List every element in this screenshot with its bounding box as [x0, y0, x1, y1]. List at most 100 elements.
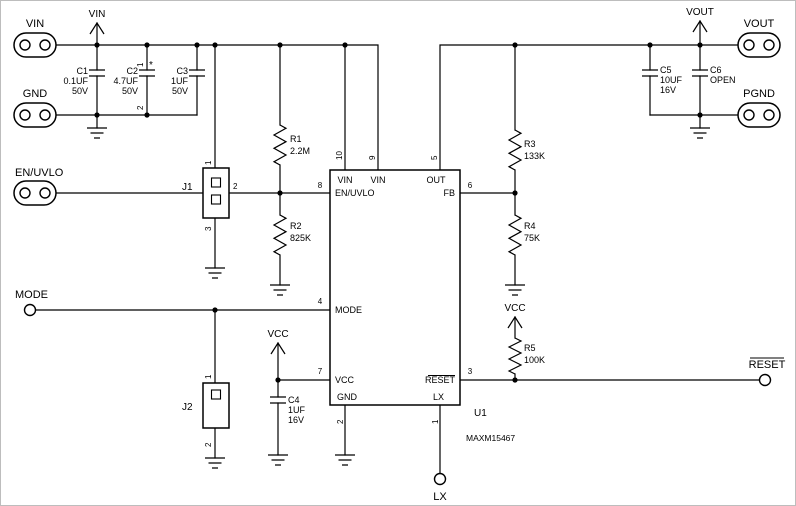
c6-refdes: C6	[710, 65, 722, 75]
jumper-j1[interactable]: J1 1 2 3	[182, 160, 238, 231]
c4-refdes: C4	[288, 395, 300, 405]
u1-pin-number-2: 2	[336, 419, 345, 424]
u1-part-number: MAXM15467	[466, 433, 515, 443]
u1-pin-label-reset: RESET	[425, 375, 456, 385]
resistor-r4[interactable]: R4 75K	[507, 214, 540, 256]
c3-value: 1UF	[171, 76, 189, 86]
junction-dots	[94, 42, 703, 383]
c5-refdes: C5	[660, 65, 672, 75]
ground-icon	[268, 454, 288, 466]
j1-refdes: J1	[182, 182, 193, 193]
resistor-r1[interactable]: R1 2.2M	[272, 124, 310, 166]
capacitor-c5[interactable]: C5 10UF 16V	[642, 65, 683, 95]
capacitor-icon	[139, 69, 155, 77]
r1-refdes: R1	[290, 134, 302, 144]
resistor-icon	[507, 214, 523, 256]
ground-icon	[87, 127, 107, 139]
connector-pgnd[interactable]: PGND	[737, 88, 781, 128]
u1-pin-label-vcc: VCC	[335, 375, 355, 385]
terminal-reset-label: RESET	[749, 359, 786, 371]
terminal-lx[interactable]: LX	[433, 472, 447, 504]
resistor-icon	[272, 124, 288, 166]
resistor-icon	[507, 337, 523, 375]
ground-icon	[505, 284, 525, 296]
power-flag-vcc-c4: VCC	[267, 329, 289, 355]
power-arrow-icon	[89, 21, 105, 35]
c5-value: 10UF	[660, 75, 683, 85]
c2-rating: 50V	[122, 86, 138, 96]
u1-pin-label-en: EN/UVLO	[335, 188, 375, 198]
c2-refdes: C2	[126, 66, 138, 76]
r4-value: 75K	[524, 233, 540, 243]
j2-pin2-number: 2	[204, 442, 213, 447]
capacitor-icon	[642, 69, 658, 77]
c2-pin1-number: 1	[136, 62, 145, 67]
u1-pin-number-6: 6	[468, 181, 473, 190]
u1-pin-number-5: 5	[430, 155, 439, 160]
u1-pin-number-3: 3	[468, 367, 473, 376]
connector-pgnd-label: PGND	[743, 88, 775, 100]
c6-value: OPEN	[710, 75, 736, 85]
connector-en-uvlo[interactable]: EN/UVLO	[13, 167, 64, 206]
c2-pin2-number: 2	[136, 105, 145, 110]
c3-refdes: C3	[176, 66, 188, 76]
c4-value: 1UF	[288, 405, 306, 415]
power-arrow-icon	[270, 341, 286, 355]
connector-gnd[interactable]: GND	[13, 88, 57, 128]
capacitor-c4[interactable]: C4 1UF 16V	[270, 395, 306, 425]
c5-rating: 16V	[660, 85, 676, 95]
capacitor-icon	[89, 69, 105, 77]
power-arrow-icon	[507, 315, 523, 329]
resistor-r5[interactable]: R5 100K	[507, 337, 545, 375]
r2-refdes: R2	[290, 221, 302, 231]
u1-pin-number-7: 7	[318, 367, 323, 376]
net-label-vcc: VCC	[267, 329, 288, 340]
capacitor-c1[interactable]: C1 0.1UF 50V	[63, 66, 105, 96]
ground-icon	[270, 284, 290, 296]
resistor-icon	[507, 129, 523, 171]
c2-note: *	[149, 60, 153, 71]
terminal-mode[interactable]: MODE	[15, 289, 48, 317]
resistor-icon	[272, 214, 288, 256]
j1-pin1-number: 1	[204, 160, 213, 165]
j1-pin3-number: 3	[204, 226, 213, 231]
capacitor-c3[interactable]: C3 1UF 50V	[171, 66, 205, 96]
net-label-vout: VOUT	[686, 7, 714, 18]
j2-pin1-number: 1	[204, 374, 213, 379]
power-arrow-icon	[692, 19, 708, 33]
capacitor-c2[interactable]: C2 4.7UF 50V 1 2 *	[113, 60, 155, 110]
connector-vin[interactable]: VIN	[13, 18, 57, 58]
connector-vout-label: VOUT	[744, 18, 775, 30]
u1-refdes: U1	[474, 408, 487, 419]
u1-pin-number-8: 8	[318, 181, 323, 190]
resistor-r3[interactable]: R3 133K	[507, 129, 545, 171]
j1-pin2-number: 2	[233, 182, 238, 191]
jumper-j2[interactable]: J2 1 2	[182, 374, 230, 447]
terminal-reset[interactable]: RESET	[749, 357, 786, 387]
u1-pin-label-mode: MODE	[335, 305, 362, 315]
c4-rating: 16V	[288, 415, 304, 425]
r3-refdes: R3	[524, 139, 536, 149]
connector-vout[interactable]: VOUT	[737, 18, 781, 58]
r4-refdes: R4	[524, 221, 536, 231]
r1-value: 2.2M	[290, 146, 310, 156]
capacitor-c6[interactable]: C6 OPEN	[692, 65, 736, 85]
u1-pin-label-fb: FB	[443, 188, 455, 198]
u1-pin-number-10: 10	[335, 151, 344, 160]
resistor-r2[interactable]: R2 825K	[272, 214, 311, 256]
power-flag-vin: VIN	[89, 9, 105, 35]
u1-pin-number-1: 1	[431, 419, 440, 424]
ground-icon	[205, 267, 225, 279]
ic-u1[interactable]: VIN VIN OUT EN/UVLO FB MODE VCC RESET GN…	[318, 151, 516, 443]
c1-refdes: C1	[76, 66, 88, 76]
r2-value: 825K	[290, 233, 311, 243]
capacitor-icon	[270, 396, 286, 404]
u1-pin-label-gnd: GND	[337, 392, 358, 402]
capacitor-icon	[189, 69, 205, 77]
capacitor-icon	[692, 69, 708, 77]
c2-value: 4.7UF	[113, 76, 138, 86]
terminal-mode-label: MODE	[15, 289, 48, 301]
u1-pin-label-out: OUT	[427, 175, 447, 185]
j2-refdes: J2	[182, 402, 193, 413]
